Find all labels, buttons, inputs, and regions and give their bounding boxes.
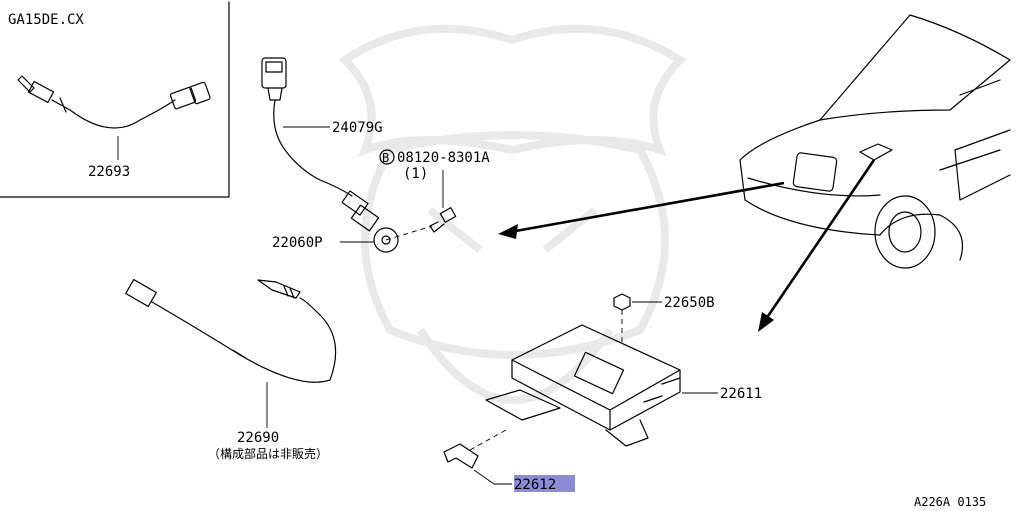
label-22611: 22611 [720, 386, 762, 402]
pointer-arrows [498, 159, 876, 332]
knock-sensor-22060p [340, 204, 399, 253]
label-22612[interactable]: 22612 [514, 477, 556, 493]
label-22690: 22690 [237, 430, 279, 446]
label-22060p: 22060P [272, 235, 323, 251]
oxygen-sensor-22690 [125, 278, 337, 428]
inset-panel: GA15DE.CX 22693 [0, 1, 230, 198]
harness-24079g [261, 57, 369, 216]
bolt-08120-8301a: B [379, 149, 457, 241]
label-22650b: 22650B [664, 295, 715, 311]
watermark-emblem [338, 24, 687, 404]
bracket-22612 [443, 429, 512, 485]
highlight-22612 [514, 475, 575, 492]
control-unit-22611 [485, 324, 718, 447]
label-bolt-qty: (1) [403, 166, 428, 182]
footer-code: A226A 0135 [914, 495, 986, 509]
label-24079g: 24079G [332, 120, 383, 136]
oxygen-sensor-22693 [17, 75, 211, 160]
label-bolt: 08120-8301A [397, 150, 490, 166]
vehicle-illustration [739, 14, 1011, 269]
variant-label: GA15DE.CX [8, 12, 84, 28]
label-22690-note: （構成部品は非販売） [208, 446, 328, 461]
nut-22650b [613, 293, 662, 345]
bolt-marker: B [382, 151, 389, 165]
label-22693: 22693 [88, 164, 130, 180]
